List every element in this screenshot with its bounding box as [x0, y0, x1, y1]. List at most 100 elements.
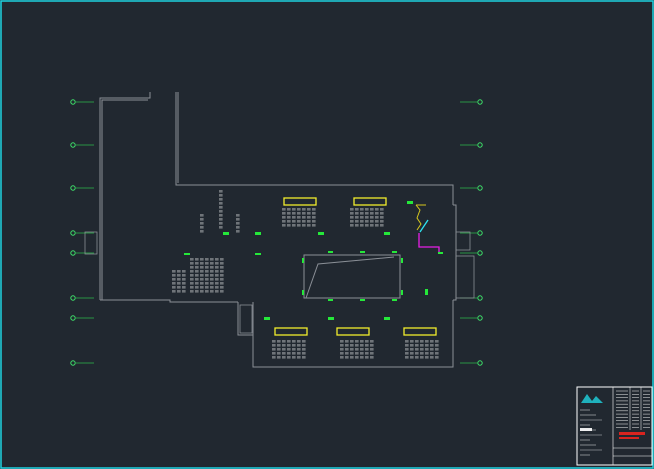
seat — [355, 348, 359, 351]
seat — [172, 286, 176, 289]
seat — [302, 340, 306, 343]
seat — [292, 208, 296, 211]
green-marker — [401, 290, 403, 295]
green-markers — [184, 201, 443, 320]
seat — [405, 340, 409, 343]
seat — [302, 216, 306, 219]
seat — [302, 344, 306, 347]
seat — [370, 340, 374, 343]
grid-bubble — [477, 360, 483, 366]
seat — [292, 216, 296, 219]
seat — [282, 208, 286, 211]
seat — [365, 212, 369, 215]
seat — [380, 224, 384, 227]
grid-bubble — [70, 230, 76, 236]
seat — [277, 348, 281, 351]
seat — [205, 262, 209, 265]
seat — [282, 348, 286, 351]
building-walls — [84, 92, 475, 368]
seat — [177, 282, 181, 285]
seat — [380, 208, 384, 211]
seat — [415, 348, 419, 351]
green-marker — [438, 252, 443, 254]
equipment-unit — [336, 327, 370, 336]
seat — [297, 344, 301, 347]
seat — [292, 356, 296, 359]
seat — [215, 282, 219, 285]
green-marker — [360, 251, 365, 253]
seat — [345, 352, 349, 355]
green-marker — [223, 232, 229, 235]
seat — [220, 290, 224, 293]
seat — [200, 274, 204, 277]
seat — [370, 208, 374, 211]
seat — [365, 344, 369, 347]
seat — [375, 220, 379, 223]
seat — [210, 282, 214, 285]
wall — [305, 256, 395, 299]
seat — [177, 278, 181, 281]
seat — [425, 344, 429, 347]
seat — [370, 216, 374, 219]
seat — [302, 208, 306, 211]
seat — [355, 352, 359, 355]
seat — [205, 286, 209, 289]
seat — [219, 226, 223, 229]
seat — [287, 208, 291, 211]
red-stamp — [619, 437, 639, 439]
seat — [272, 348, 276, 351]
seat — [220, 282, 224, 285]
seat — [425, 356, 429, 359]
door-notch — [84, 231, 98, 255]
seat — [292, 352, 296, 355]
seat — [297, 352, 301, 355]
seat — [415, 352, 419, 355]
seat — [190, 266, 194, 269]
grid-bubble — [70, 185, 76, 191]
seat — [287, 356, 291, 359]
seat — [350, 220, 354, 223]
grid-bubble — [477, 99, 483, 105]
seat — [190, 290, 194, 293]
seat — [435, 340, 439, 343]
seat — [355, 344, 359, 347]
seat — [350, 208, 354, 211]
seat — [360, 352, 364, 355]
seat — [236, 226, 240, 229]
seat — [215, 266, 219, 269]
seat — [435, 344, 439, 347]
seat — [370, 348, 374, 351]
seat — [350, 356, 354, 359]
title-block — [576, 386, 653, 466]
seat — [370, 344, 374, 347]
green-marker — [392, 251, 397, 253]
door-notch — [455, 255, 475, 299]
green-marker — [328, 317, 334, 320]
seat — [287, 348, 291, 351]
seat — [215, 290, 219, 293]
grid-bubble — [70, 360, 76, 366]
seat — [282, 340, 286, 343]
green-marker — [255, 232, 261, 235]
seat — [220, 278, 224, 281]
seat — [297, 212, 301, 215]
wall — [100, 299, 238, 303]
seat — [365, 220, 369, 223]
seat — [312, 216, 316, 219]
seat — [200, 262, 204, 265]
seat — [195, 270, 199, 273]
seat — [435, 352, 439, 355]
seat — [182, 270, 186, 273]
seat — [190, 262, 194, 265]
seat — [370, 220, 374, 223]
wall — [101, 99, 148, 300]
seat — [297, 348, 301, 351]
title-block-label — [580, 428, 592, 431]
seat — [297, 220, 301, 223]
seat — [190, 286, 194, 289]
seat — [410, 348, 414, 351]
equipment-units — [274, 197, 437, 336]
seat — [277, 356, 281, 359]
seat — [277, 340, 281, 343]
seat — [220, 286, 224, 289]
